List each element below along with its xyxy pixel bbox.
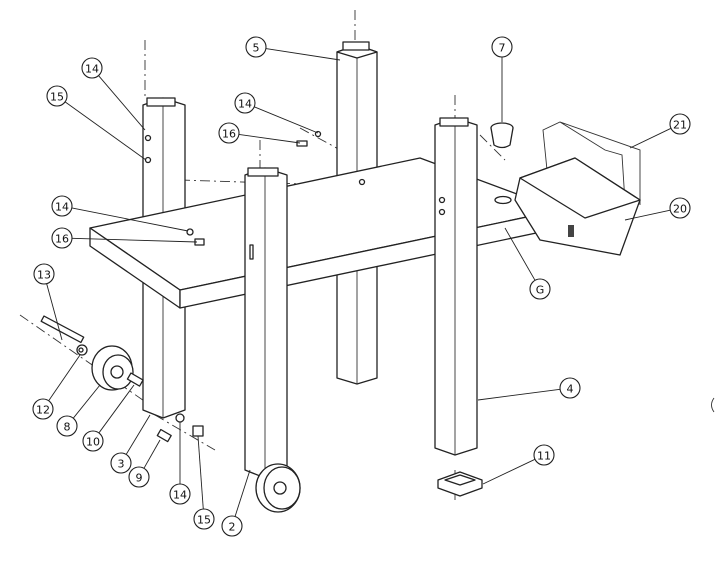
callout-number: 8 bbox=[64, 421, 71, 434]
callout-circle bbox=[46, 85, 68, 107]
callout-circle bbox=[193, 508, 215, 530]
leader-line bbox=[238, 133, 301, 144]
callout-circle bbox=[51, 227, 73, 249]
foot-11 bbox=[437, 471, 483, 497]
callout-circle bbox=[221, 515, 243, 537]
callout-number: 2 bbox=[229, 521, 236, 534]
callout-number: 7 bbox=[499, 42, 506, 55]
bolt-13 bbox=[40, 315, 85, 344]
leader-line bbox=[46, 283, 63, 341]
leader-line bbox=[197, 435, 204, 510]
leader-line bbox=[629, 127, 672, 149]
callout-number: 14 bbox=[238, 98, 252, 111]
callout-circle bbox=[245, 36, 267, 58]
callout-circle bbox=[56, 415, 78, 437]
leader-line bbox=[265, 48, 341, 61]
callout-9: 9 bbox=[128, 439, 161, 488]
edge-mark bbox=[711, 397, 715, 413]
callout-number: 12 bbox=[36, 404, 50, 417]
callout-circle bbox=[169, 483, 191, 505]
callout-circle bbox=[82, 430, 104, 452]
callout-number: 21 bbox=[673, 119, 687, 132]
callout-7: 7 bbox=[491, 36, 513, 122]
callout-number: 14 bbox=[85, 63, 99, 76]
leader-line bbox=[234, 469, 251, 517]
callout-circle bbox=[234, 92, 256, 114]
callout-circle bbox=[669, 197, 691, 219]
caster-8 bbox=[91, 345, 144, 391]
callout-number: 9 bbox=[136, 472, 143, 485]
callout-circle bbox=[559, 377, 581, 399]
cup-7 bbox=[490, 122, 514, 149]
callout-8: 8 bbox=[56, 384, 101, 437]
callout-16: 16 bbox=[218, 122, 301, 144]
callout-circle bbox=[533, 444, 555, 466]
leader-line bbox=[48, 354, 81, 402]
leader-line bbox=[143, 439, 161, 469]
callout-16: 16 bbox=[51, 227, 198, 249]
callout-number: 16 bbox=[55, 233, 69, 246]
leader-line bbox=[125, 414, 151, 455]
callout-number: 3 bbox=[118, 458, 125, 471]
callout-20: 20 bbox=[624, 197, 691, 221]
leader-line bbox=[98, 384, 135, 434]
leader-line bbox=[504, 227, 536, 281]
callout-labels: 14 15 5 14 16 7 21 20 14 16G 13 12 8 10 39 14 15 2 4 11 bbox=[32, 36, 691, 537]
leader-line bbox=[98, 75, 146, 131]
callout-circle bbox=[32, 398, 54, 420]
callout-3: 3 bbox=[110, 414, 151, 474]
callout-circle bbox=[110, 452, 132, 474]
callout-number: 14 bbox=[55, 201, 69, 214]
leader-line bbox=[71, 207, 189, 232]
callout-circle bbox=[33, 263, 55, 285]
callout-10: 10 bbox=[82, 384, 135, 452]
callout-number: 20 bbox=[673, 203, 687, 216]
callout-14: 14 bbox=[81, 57, 146, 131]
callout-circle bbox=[491, 36, 513, 58]
callout-G: G bbox=[504, 227, 551, 300]
callout-13: 13 bbox=[33, 263, 63, 341]
leg-4 bbox=[434, 117, 478, 456]
tray-20 bbox=[514, 121, 641, 256]
callout-14: 14 bbox=[51, 195, 189, 232]
callout-circle bbox=[218, 122, 240, 144]
small-parts bbox=[76, 130, 322, 443]
callout-15: 15 bbox=[193, 435, 215, 530]
callout-circle bbox=[669, 113, 691, 135]
callout-number: 10 bbox=[86, 436, 100, 449]
callout-number: 13 bbox=[37, 269, 51, 282]
callout-number: 14 bbox=[173, 489, 187, 502]
callout-circle bbox=[128, 466, 150, 488]
leader-line bbox=[254, 106, 319, 134]
callout-15: 15 bbox=[46, 85, 147, 161]
leg-2 bbox=[244, 167, 301, 513]
callout-number: 15 bbox=[197, 514, 211, 527]
callout-14: 14 bbox=[169, 422, 191, 505]
callout-21: 21 bbox=[629, 113, 691, 149]
callout-number: 15 bbox=[50, 91, 64, 104]
callout-number: 5 bbox=[253, 42, 260, 55]
callout-circle bbox=[529, 278, 551, 300]
callout-number: 4 bbox=[567, 383, 574, 396]
callout-circle bbox=[81, 57, 103, 79]
callout-12: 12 bbox=[32, 354, 81, 420]
callout-11: 11 bbox=[482, 444, 555, 485]
leader-line bbox=[624, 209, 671, 221]
leader-line bbox=[482, 458, 536, 485]
leader-line bbox=[64, 101, 147, 161]
callout-number: 16 bbox=[222, 128, 236, 141]
callout-circle bbox=[51, 195, 73, 217]
callout-14: 14 bbox=[234, 92, 319, 134]
callout-5: 5 bbox=[245, 36, 341, 61]
leader-line bbox=[72, 384, 101, 419]
callout-number: G bbox=[536, 284, 545, 297]
leader-line bbox=[477, 388, 561, 401]
leader-line bbox=[71, 237, 198, 243]
callout-2: 2 bbox=[221, 469, 251, 537]
callout-4: 4 bbox=[477, 377, 581, 401]
callout-number: 11 bbox=[537, 450, 551, 463]
